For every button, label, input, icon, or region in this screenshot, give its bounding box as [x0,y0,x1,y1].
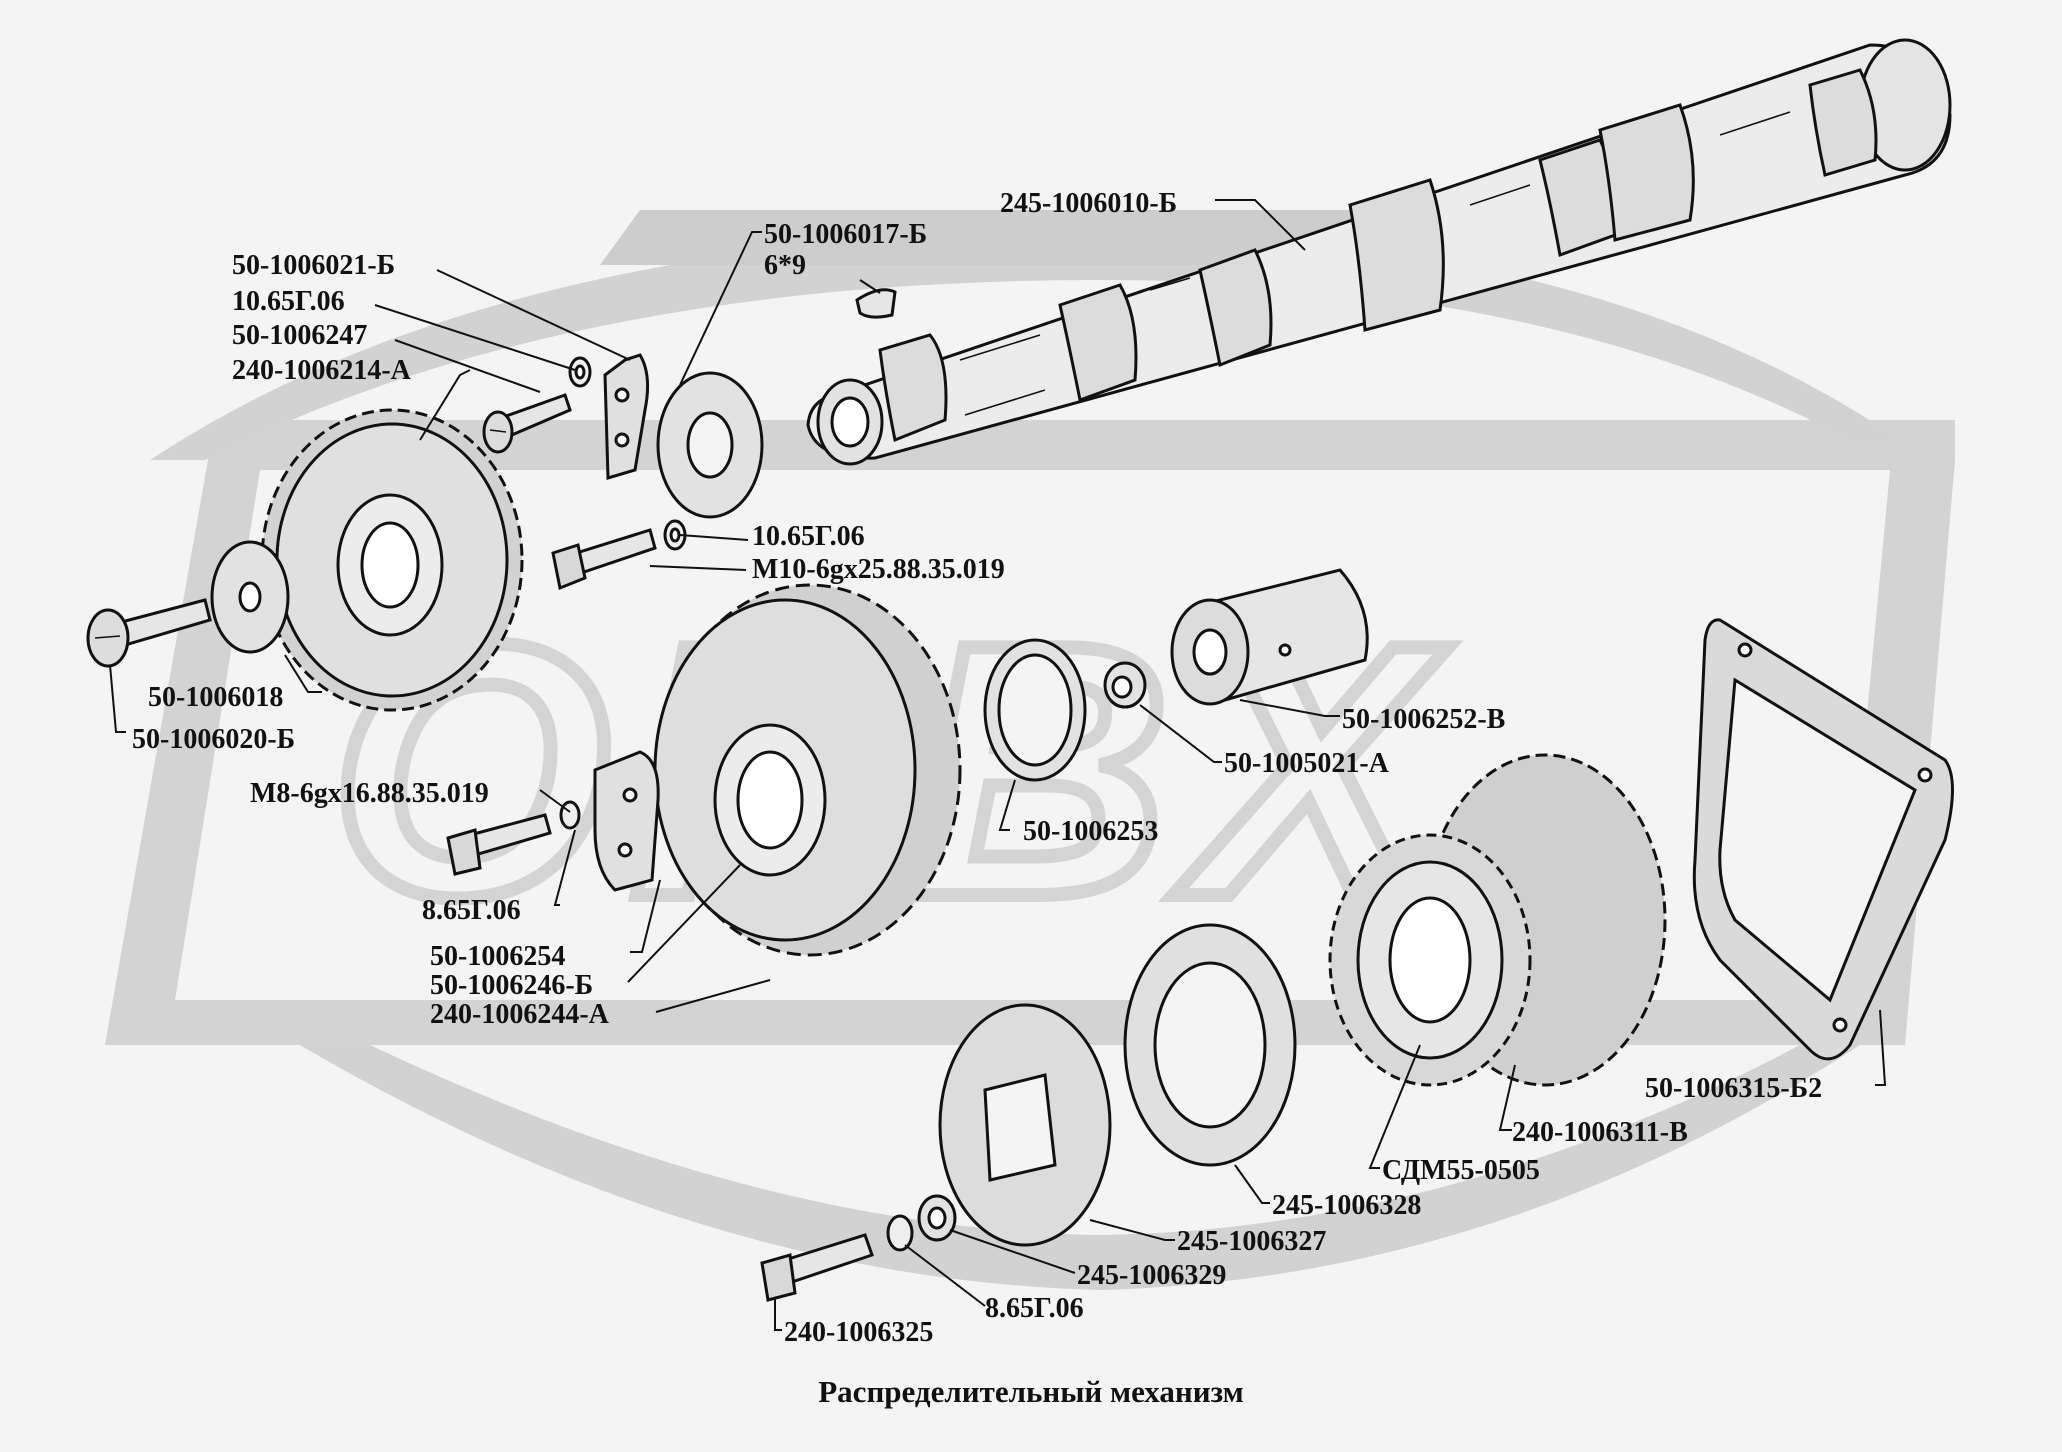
camshaft [806,38,1952,466]
gear-middle [653,583,962,957]
bushing-part [1103,661,1147,709]
label-gear-mid: 240-1006244-А [430,999,610,1030]
label-bolt-left: 50-1006020-Б [132,724,295,755]
label-thrust-washer: 50-1006018 [148,682,283,713]
label-ring: 50-1006253 [1023,816,1158,847]
thrust-washer-large [656,371,764,519]
gasket-part [1692,618,1954,1061]
leader-lines [109,199,1887,1331]
label-washer-top: 10.65Г.06 [232,286,345,317]
label-bolt-top: 50-1006247 [232,320,367,351]
label-damper: СДМ55-0505 [1382,1155,1540,1186]
label-key-size: 6*9 [764,250,806,281]
label-flange-plate: 50-1006021-Б [232,250,395,281]
spring-washer-right [663,519,687,551]
flange-plate [603,353,650,480]
label-gear-mid-flange: 50-1006246-Б [430,970,593,1001]
label-washer-8: 8.65Г.06 [422,895,521,926]
disc-holes [1123,923,1297,1167]
label-camshaft: 245-1006010-Б [1000,188,1177,219]
label-bushing: 50-1005021-А [1224,748,1390,779]
lock-plate [593,750,660,892]
label-gasket: 50-1006315-Б2 [1645,1073,1822,1104]
label-key: 50-1006017-Б [764,219,927,250]
label-washer-bottom: 8.65Г.06 [985,1293,1084,1324]
label-disc-splined: 245-1006327 [1177,1226,1326,1257]
ring-part [983,638,1087,782]
label-washer-right: 10.65Г.06 [752,521,865,552]
label-shaft-sleeve: 50-1006252-В [1342,704,1505,735]
label-disc-holes: 245-1006328 [1272,1190,1421,1221]
gear-right [1328,753,1667,1087]
label-spacer: 245-1006329 [1077,1260,1226,1291]
label-gear-right: 240-1006311-В [1512,1117,1688,1148]
label-bolt-m10: М10-6gx25.88.35.019 [752,554,1005,585]
label-bolt-bottom: 240-1006325 [784,1317,933,1348]
bolt-left [86,598,212,668]
spring-washer-8 [559,800,581,830]
spring-washer-top [568,356,592,388]
bolt-m10 [551,528,657,591]
spring-washer-bottom [886,1214,914,1252]
diagram-title: Распределительный механизм [818,1374,1244,1409]
label-bolt-m8: М8-6gx16.88.35.019 [250,778,489,809]
bolt-bottom [760,1233,874,1302]
spacer-bottom [917,1194,957,1242]
label-plate: 50-1006254 [430,941,565,972]
bolt-top [482,393,572,454]
thrust-washer-left [210,540,290,654]
key-part [855,288,897,319]
bolt-m8 [446,813,552,876]
disc-splined [938,1003,1112,1247]
label-gear-top: 240-1006214-А [232,355,412,386]
gear-top-left [260,408,524,712]
part-labels: 245-1006010-Б 50-1006017-Б 6*9 50-100602… [132,188,1822,1348]
shaft-sleeve [1170,568,1369,706]
